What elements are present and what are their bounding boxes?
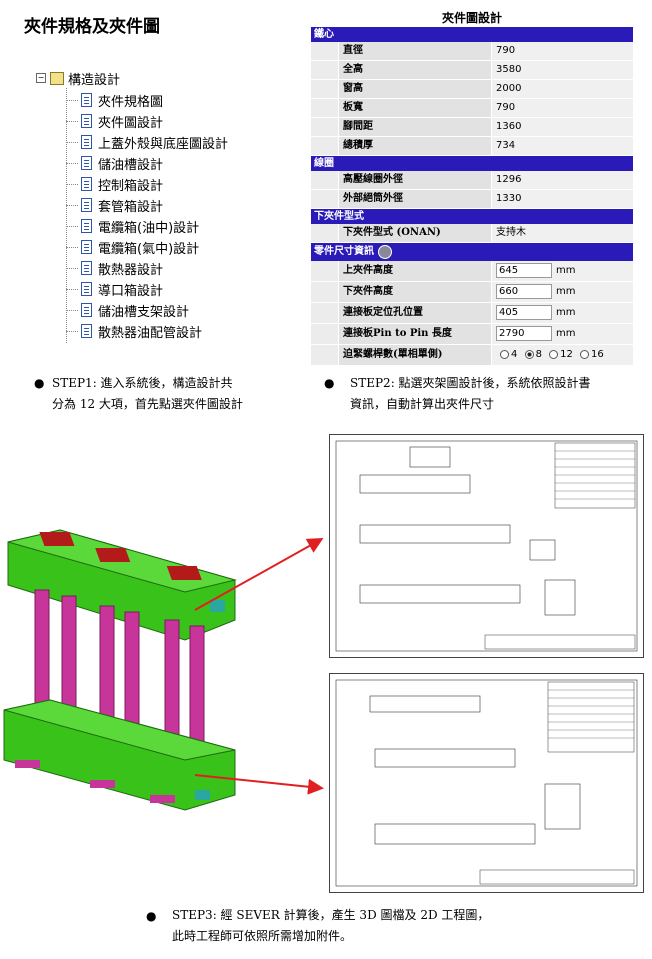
document-icon xyxy=(81,135,92,149)
document-icon xyxy=(81,198,92,212)
document-icon xyxy=(81,114,92,128)
engineering-drawing-upper xyxy=(329,434,644,658)
step1-text: STEP1: 進入系統後，構造設計共 分為 12 大項，首先點選夾件圖設計 xyxy=(52,376,243,411)
drawing-upper-svg xyxy=(335,440,638,652)
document-icon xyxy=(81,240,92,254)
document-icon xyxy=(81,219,92,233)
pin-to-pin-length-input[interactable]: 2790 xyxy=(496,325,552,341)
form-title: 夾件圖設計 xyxy=(441,11,502,25)
collapse-toggle-icon[interactable]: − xyxy=(36,73,46,83)
tree-item-radiator-piping[interactable]: 散熱器油配管設計 xyxy=(66,321,202,341)
document-icon xyxy=(81,93,92,107)
document-icon xyxy=(81,177,92,191)
section-parts: 零件尺寸資訊 xyxy=(311,243,633,261)
tree-item-duct-box[interactable]: 導口箱設計 xyxy=(66,279,163,299)
step3-text: STEP3: 經 SEVER 計算後，產生 3D 圖檔及 2D 工程圖， 此時工… xyxy=(172,908,490,943)
tree-item-cover-base[interactable]: 上蓋外殼與底座圖設計 xyxy=(66,132,228,152)
document-icon xyxy=(81,156,92,170)
bullet-icon: ● xyxy=(34,376,45,390)
table-row: 迫緊螺桿數(單相單側) 4 8 12 16 xyxy=(311,345,633,366)
tree-item-oil-tank[interactable]: 儲油槽設計 xyxy=(66,153,163,173)
upper-clamp-height-input[interactable]: 645 xyxy=(496,262,552,278)
engineering-drawing-lower xyxy=(329,673,644,893)
tree-item-bushing-box[interactable]: 套管箱設計 xyxy=(66,195,163,215)
tree-item-clamp-drawing[interactable]: 夾件圖設計 xyxy=(66,111,163,131)
page-title: 夾件規格及夾件圖 xyxy=(24,17,160,37)
tree-item-clamp-spec[interactable]: 夾件規格圖 xyxy=(66,90,163,110)
radio-16[interactable] xyxy=(580,349,590,359)
document-icon xyxy=(81,324,92,338)
tree-item-cable-box-oil[interactable]: 電纜箱(油中)設計 xyxy=(66,216,199,236)
design-tree: − 構造設計 夾件規格圖 夾件圖設計 上蓋外殼與底座圖設計 儲油槽設計 控制箱設… xyxy=(36,68,266,343)
gear-icon[interactable] xyxy=(378,244,392,259)
document-icon xyxy=(81,261,92,275)
tree-root[interactable]: − 構造設計 xyxy=(36,68,120,88)
section-lower-clamp: 下夾件型式 xyxy=(311,209,633,224)
tree-item-radiator[interactable]: 散熱器設計 xyxy=(66,258,163,278)
tree-item-cable-box-air[interactable]: 電纜箱(氣中)設計 xyxy=(66,237,199,257)
radio-12[interactable] xyxy=(549,349,559,359)
clamp-3d-model xyxy=(3,529,237,811)
radio-4[interactable] xyxy=(500,349,509,359)
bolt-count-radio-group: 4 8 12 16 xyxy=(491,345,633,365)
radio-8[interactable] xyxy=(524,349,534,359)
tree-root-label: 構造設計 xyxy=(68,72,121,88)
folder-icon xyxy=(50,71,64,85)
arrows xyxy=(194,538,324,795)
section-coil: 線圈 xyxy=(311,156,633,171)
tree-item-tank-support[interactable]: 儲油槽支架設計 xyxy=(66,300,189,320)
tree-item-control-box[interactable]: 控制箱設計 xyxy=(66,174,163,194)
plate-hole-position-input[interactable]: 405 xyxy=(496,304,552,320)
document-icon xyxy=(81,303,92,317)
section-core: 鐵心 xyxy=(311,27,633,42)
document-icon xyxy=(81,282,92,296)
step2-text: STEP2: 點選夾架圖設計後，系統依照設計書 資訊，自動計算出夾件尺寸 xyxy=(350,376,591,411)
bullet-icon: ● xyxy=(146,909,157,923)
lower-clamp-height-input[interactable]: 660 xyxy=(496,283,552,299)
bullet-icon: ● xyxy=(324,376,335,390)
drawing-lower-svg xyxy=(335,679,638,887)
table-row: 下夾件型式 (ONAN)支持木 xyxy=(311,224,633,243)
tree-connector xyxy=(66,88,67,343)
